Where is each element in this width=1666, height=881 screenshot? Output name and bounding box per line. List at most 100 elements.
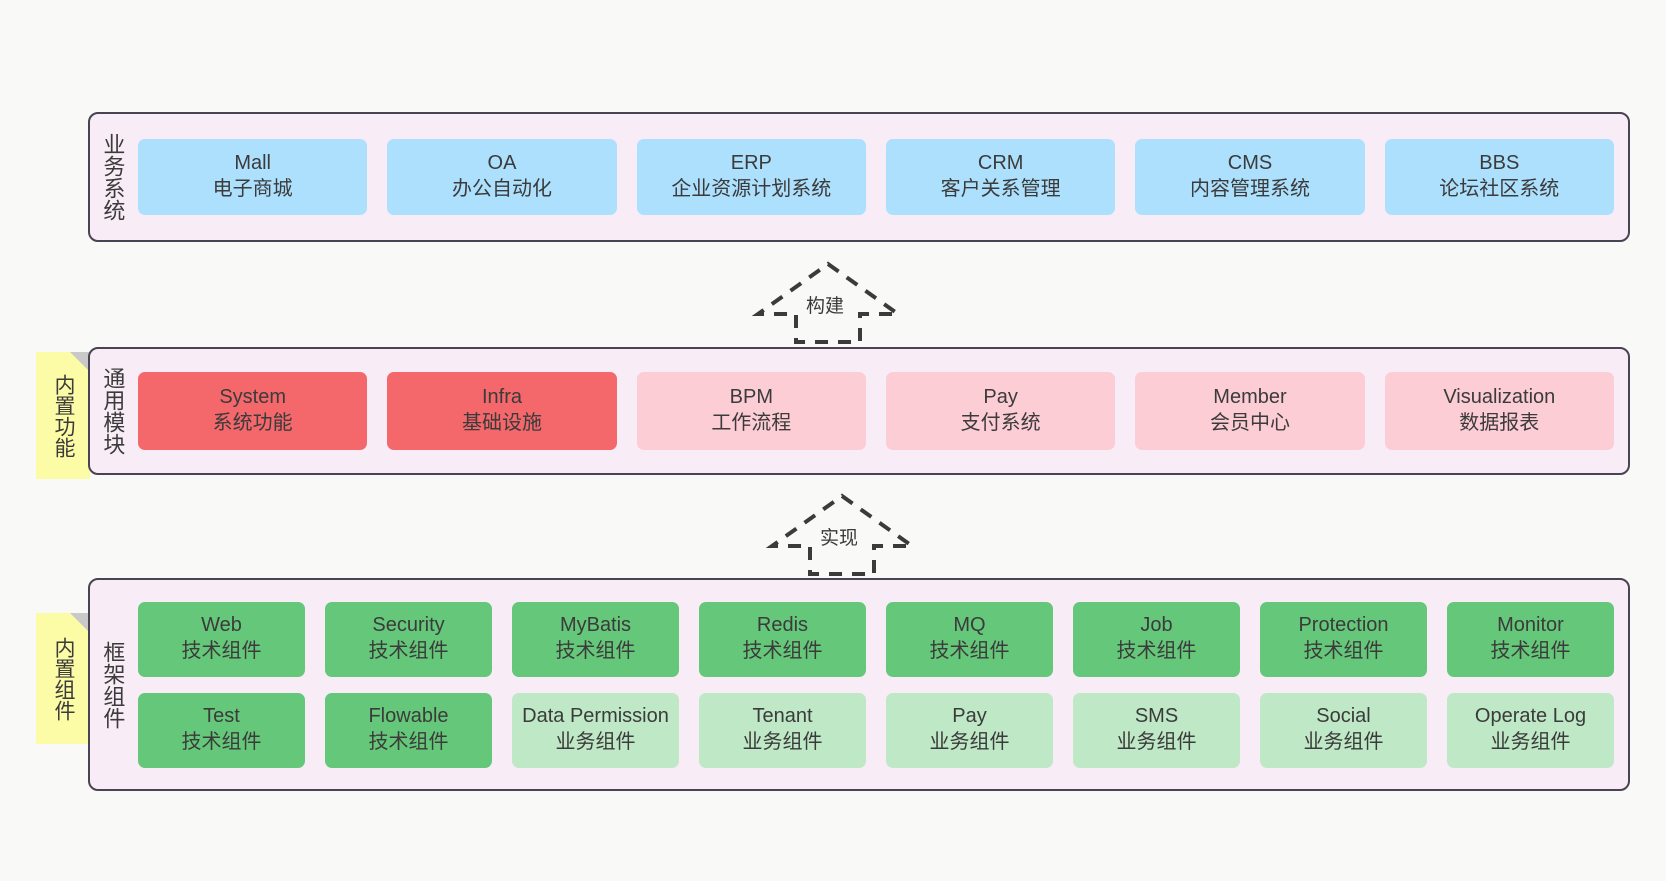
implement-arrow-label: 实现 (820, 528, 859, 549)
card-subtitle: 技术组件 (181, 640, 262, 662)
card-title: Flowable (368, 705, 449, 728)
card-subtitle: 工作流程 (711, 412, 792, 434)
card-mq[interactable]: MQ 技术组件 (886, 601, 1053, 677)
card-subtitle: 内容管理系统 (1189, 178, 1310, 200)
layer-body-common-module: System 系统功能 Infra 基础设施 BPM 工作流程 Pay 支付系统… (134, 349, 1628, 473)
note-fold-icon (70, 352, 90, 372)
card-subtitle: 业务组件 (1303, 731, 1384, 753)
card-crm[interactable]: CRM 客户关系管理 (885, 139, 1116, 215)
card-operate-log[interactable]: Operate Log 业务组件 (1447, 692, 1614, 768)
card-security[interactable]: Security 技术组件 (325, 601, 492, 677)
build-arrow-label: 构建 (806, 296, 845, 317)
card-data-permission[interactable]: Data Permission 业务组件 (512, 692, 679, 768)
card-subtitle: 技术组件 (1490, 640, 1571, 662)
card-subtitle: 会员中心 (1209, 412, 1290, 434)
card-subtitle: 基础设施 (461, 412, 542, 434)
card-cms[interactable]: CMS 内容管理系统 (1135, 139, 1365, 215)
card-sms[interactable]: SMS 业务组件 (1073, 692, 1240, 768)
card-web[interactable]: Web 技术组件 (138, 601, 305, 677)
card-subtitle: 技术组件 (742, 640, 823, 662)
card-title: Security (372, 614, 445, 637)
row: Test 技术组件 Flowable 技术组件 Data Permission … (138, 692, 1614, 768)
card-title: Data Permission (522, 705, 669, 728)
card-visualization[interactable]: Visualization 数据报表 (1384, 372, 1614, 450)
row: Web 技术组件 Security 技术组件 MyBatis 技术组件 Redi… (138, 601, 1614, 677)
card-subtitle: 业务组件 (555, 731, 636, 753)
card-redis[interactable]: Redis 技术组件 (699, 601, 866, 677)
card-subtitle: 客户关系管理 (940, 178, 1061, 200)
card-title: Job (1140, 614, 1173, 637)
card-subtitle: 技术组件 (181, 731, 262, 753)
card-title: Pay (983, 386, 1018, 409)
layer-common-module: 通用模块 System 系统功能 Infra 基础设施 BPM 工作流程 Pay… (88, 347, 1630, 475)
card-subtitle: 系统功能 (212, 412, 293, 434)
card-erp[interactable]: ERP 企业资源计划系统 (636, 139, 866, 215)
layer-title-common-module: 通用模块 (100, 367, 126, 455)
card-member[interactable]: Member 会员中心 (1135, 372, 1365, 450)
card-subtitle: 技术组件 (929, 640, 1010, 662)
card-tenant[interactable]: Tenant 业务组件 (699, 692, 866, 768)
card-subtitle: 技术组件 (368, 640, 449, 662)
card-title: Infra (481, 386, 522, 409)
card-pay-business[interactable]: Pay 业务组件 (886, 692, 1053, 768)
card-title: System (219, 386, 286, 409)
card-protection[interactable]: Protection 技术组件 (1260, 601, 1427, 677)
note-fold-icon (70, 613, 90, 633)
card-subtitle: 业务组件 (1116, 731, 1197, 753)
layer-title-framework-component: 框架组件 (100, 640, 126, 729)
card-title: Pay (952, 705, 987, 728)
card-title: OA (487, 152, 517, 175)
card-title: Social (1316, 705, 1371, 728)
card-title: MyBatis (559, 614, 632, 637)
card-subtitle: 电子商城 (212, 178, 293, 200)
note-builtin-component: 内置组件 (36, 613, 90, 744)
card-title: CMS (1227, 152, 1273, 175)
card-title: SMS (1134, 705, 1179, 728)
implement-arrow: 实现 (762, 490, 922, 578)
card-subtitle: 企业资源计划系统 (671, 178, 832, 200)
card-subtitle: 支付系统 (960, 412, 1041, 434)
card-mybatis[interactable]: MyBatis 技术组件 (512, 601, 679, 677)
card-title: MQ (953, 614, 986, 637)
card-test[interactable]: Test 技术组件 (138, 692, 305, 768)
card-title: BPM (729, 386, 773, 409)
card-title: Member (1213, 386, 1287, 409)
card-pay[interactable]: Pay 支付系统 (885, 372, 1116, 450)
note-label: 内置功能 (51, 373, 75, 458)
card-title: Monitor (1497, 614, 1564, 637)
card-title: Web (201, 614, 242, 637)
row: Mall 电子商城 OA 办公自动化 ERP 企业资源计划系统 CRM 客户关系… (138, 139, 1614, 215)
card-system[interactable]: System 系统功能 (138, 372, 368, 450)
card-title: ERP (730, 152, 772, 175)
note-label: 内置组件 (51, 636, 75, 721)
layer-framework-component: 框架组件 Web 技术组件 Security 技术组件 MyBatis 技术组件… (88, 578, 1630, 791)
card-subtitle: 业务组件 (1490, 731, 1571, 753)
card-infra[interactable]: Infra 基础设施 (387, 372, 617, 450)
card-subtitle: 数据报表 (1459, 412, 1540, 434)
card-title: Redis (756, 614, 809, 637)
card-title: BBS (1479, 152, 1520, 175)
card-subtitle: 技术组件 (1116, 640, 1197, 662)
card-title: CRM (977, 152, 1024, 175)
card-job[interactable]: Job 技术组件 (1073, 601, 1240, 677)
card-title: Mall (234, 152, 271, 175)
card-flowable[interactable]: Flowable 技术组件 (325, 692, 492, 768)
row: System 系统功能 Infra 基础设施 BPM 工作流程 Pay 支付系统… (138, 372, 1614, 450)
card-bbs[interactable]: BBS 论坛社区系统 (1384, 139, 1614, 215)
layer-body-framework-component: Web 技术组件 Security 技术组件 MyBatis 技术组件 Redi… (134, 580, 1628, 789)
card-subtitle: 技术组件 (368, 731, 449, 753)
card-subtitle: 办公自动化 (451, 178, 552, 200)
layer-title-business-system: 业务系统 (100, 133, 126, 221)
card-subtitle: 业务组件 (929, 731, 1010, 753)
card-social[interactable]: Social 业务组件 (1260, 692, 1427, 768)
card-title: Tenant (752, 705, 813, 728)
card-title: Test (203, 705, 240, 728)
card-title: Operate Log (1474, 705, 1587, 728)
layer-body-business-system: Mall 电子商城 OA 办公自动化 ERP 企业资源计划系统 CRM 客户关系… (134, 114, 1628, 240)
card-monitor[interactable]: Monitor 技术组件 (1447, 601, 1614, 677)
card-mall[interactable]: Mall 电子商城 (138, 139, 368, 215)
card-oa[interactable]: OA 办公自动化 (387, 139, 617, 215)
build-arrow: 构建 (748, 258, 908, 346)
card-bpm[interactable]: BPM 工作流程 (636, 372, 866, 450)
